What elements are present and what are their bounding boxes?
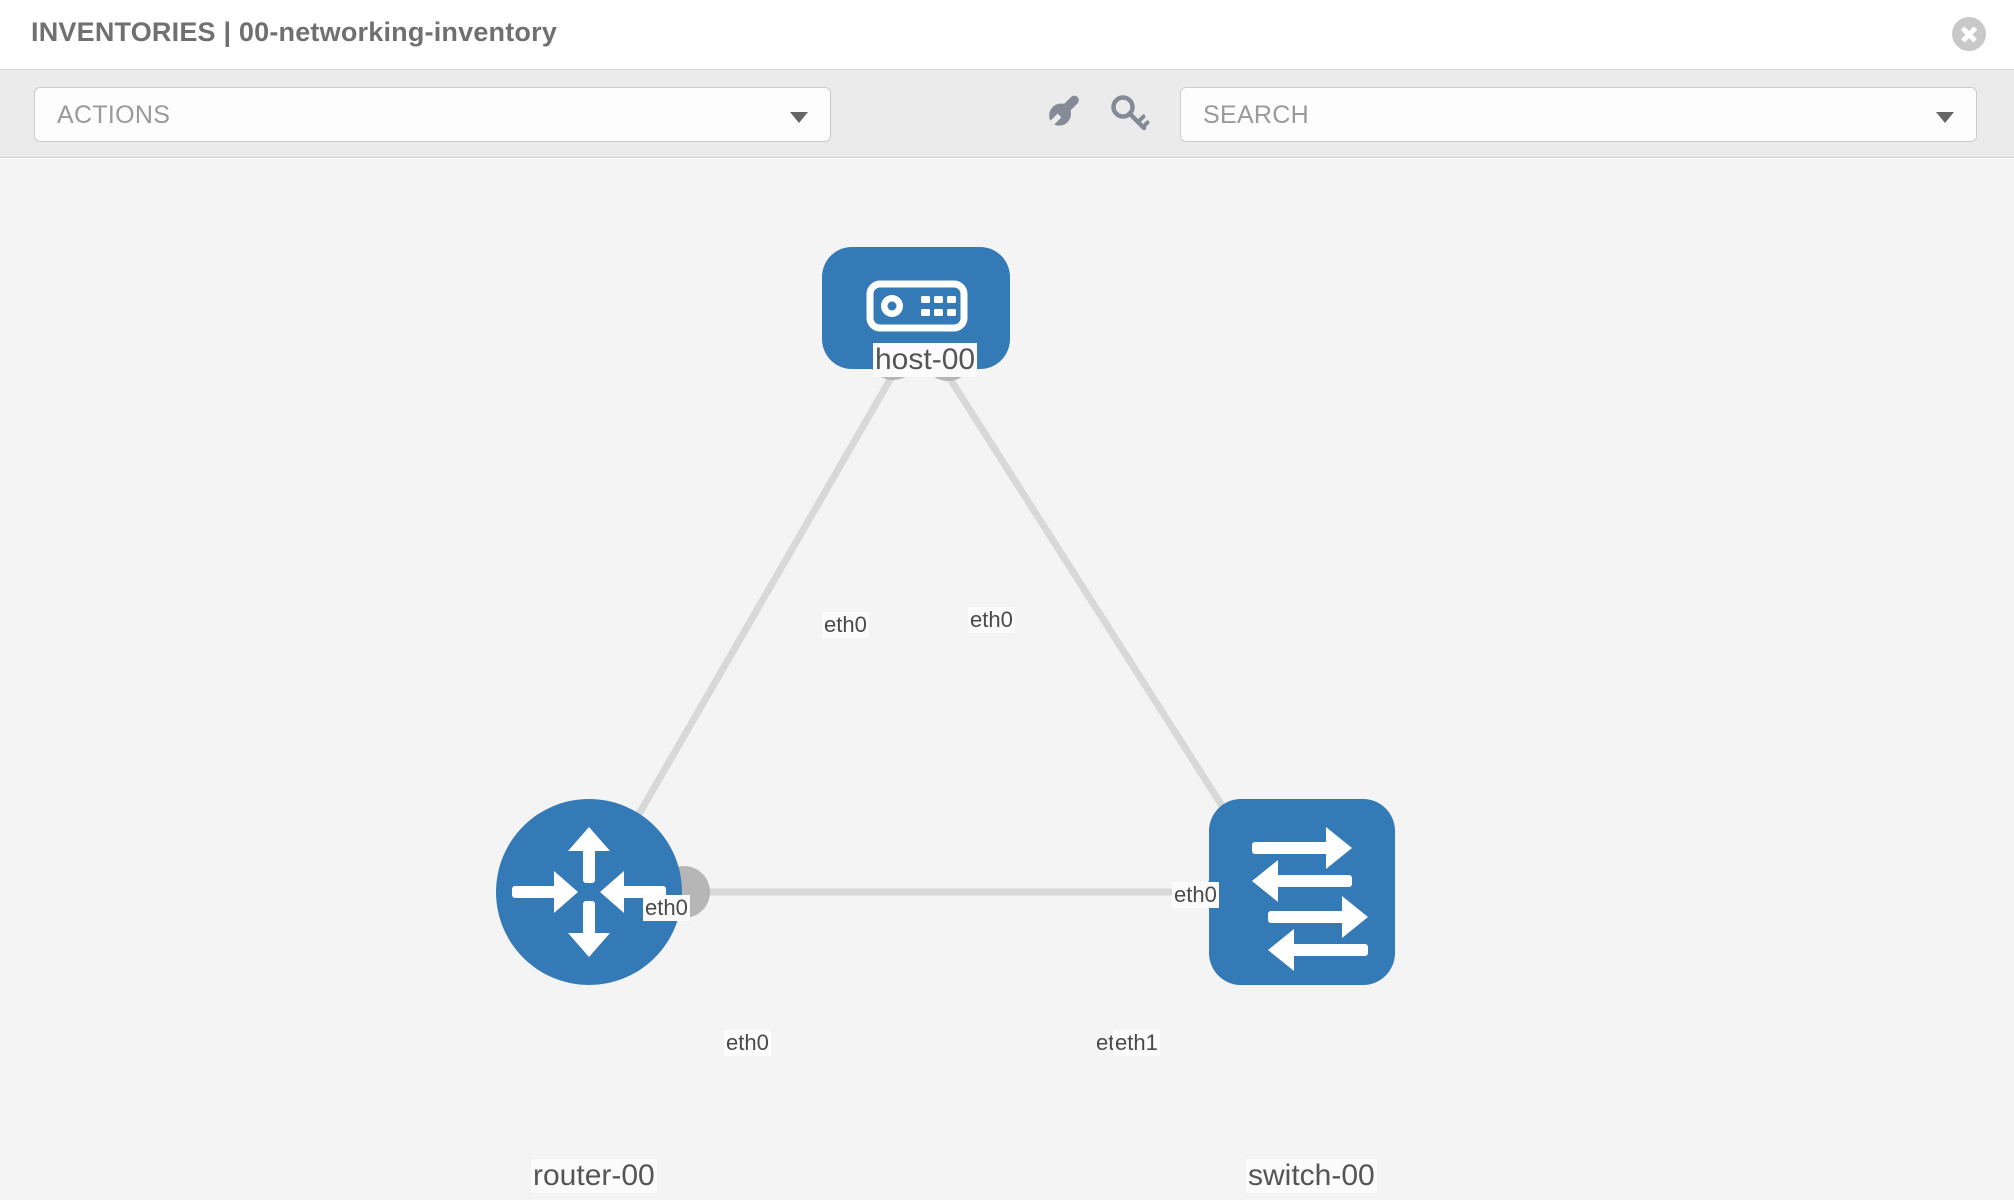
node-label-switch: switch-00 [1246, 1159, 1377, 1193]
router-arrows-icon [512, 827, 666, 957]
key-icon[interactable] [1108, 92, 1152, 136]
link-host-router[interactable] [609, 369, 899, 861]
iface-label-host-router: eth0 [822, 612, 869, 638]
node-router-00[interactable] [496, 799, 682, 985]
node-label-router: router-00 [531, 1159, 657, 1193]
topology-canvas[interactable]: host-00 router-00 switch-00 eth0 eth0 et… [0, 159, 2014, 1200]
toolbar: ACTIONS SEARCH [0, 70, 2014, 158]
iface-label-router-host: eth0 [643, 895, 690, 921]
server-icon [921, 296, 956, 316]
chevron-down-icon [790, 112, 808, 123]
close-icon[interactable] [1952, 17, 1986, 51]
search-placeholder: SEARCH [1203, 101, 1309, 129]
iface-label-switch-router: eth1 [1113, 1030, 1160, 1056]
iface-label-host-switch: eth0 [968, 607, 1015, 633]
search-input[interactable]: SEARCH [1180, 87, 1977, 142]
page-header: INVENTORIES | 00-networking-inventory [0, 0, 2014, 70]
link-host-switch[interactable] [942, 369, 1250, 847]
iface-label-switch-host: eth0 [1172, 882, 1219, 908]
page-title: INVENTORIES | 00-networking-inventory [31, 17, 558, 47]
port-knobs [592, 328, 1266, 918]
wrench-icon[interactable] [1040, 92, 1084, 136]
node-switch-00[interactable] [1209, 799, 1395, 985]
node-host-00[interactable] [822, 247, 1010, 369]
iface-label-router-switch: eth0 [724, 1030, 771, 1056]
node-label-host: host-00 [873, 343, 978, 377]
topology-graph [496, 247, 1395, 985]
actions-dropdown-label: ACTIONS [57, 101, 171, 129]
actions-dropdown[interactable]: ACTIONS [34, 87, 831, 142]
switch-arrows-icon [1252, 827, 1368, 971]
chevron-down-icon[interactable] [1936, 112, 1954, 123]
